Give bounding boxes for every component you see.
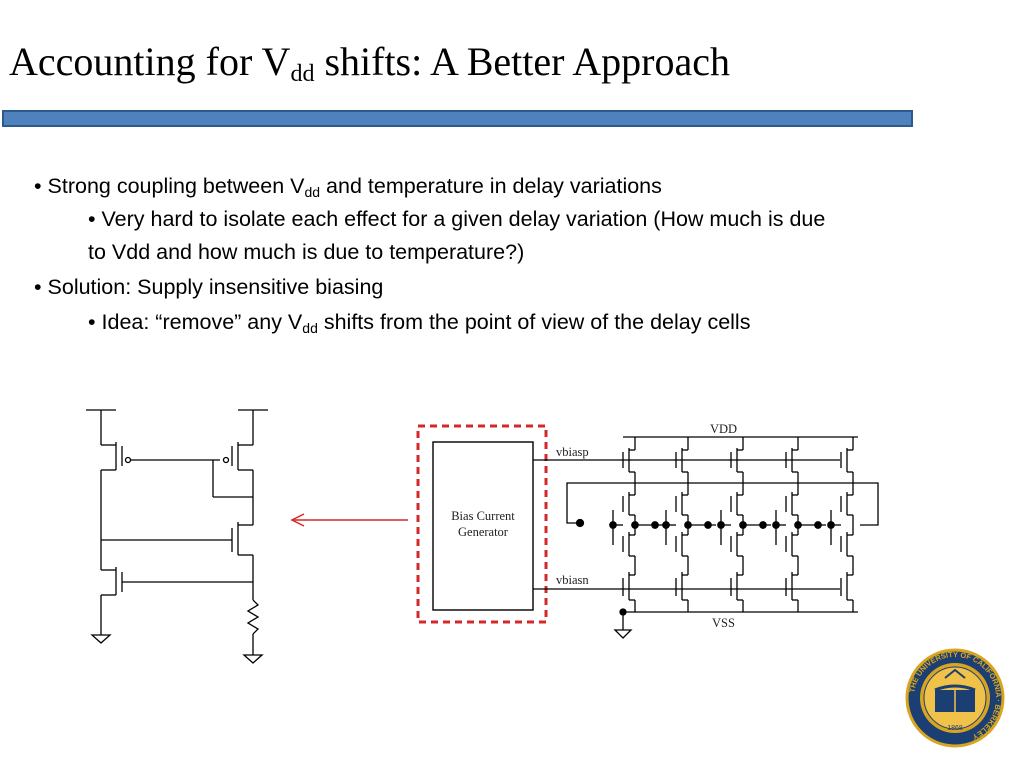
block-label-line2: Generator (458, 525, 509, 539)
bias-current-generator-block (432, 441, 534, 611)
bullet-dot: • (34, 174, 42, 198)
title-subscript: dd (290, 61, 315, 87)
bullet-dot: • (88, 207, 96, 231)
bullet-text: shifts from the point of view of the del… (317, 310, 751, 334)
bullet-dot: • (34, 275, 42, 299)
vdd-label: VDD (710, 422, 737, 436)
delay-line-schematic: VDD vbiasp vbiasn VSS (533, 422, 879, 639)
bullet-text: and temperature in delay variations (320, 174, 662, 198)
bullet-text: Very hard to isolate each effect for a g… (101, 207, 826, 231)
bullet-text: to Vdd and how much is due to temperatur… (88, 240, 525, 264)
bias-generator-highlight (416, 424, 548, 624)
slide-title: Accounting for Vdd shifts: A Better Appr… (9, 38, 730, 88)
title-main: Accounting for V (9, 39, 291, 84)
bullet-item-2-continuation: to Vdd and how much is due to temperatur… (88, 236, 524, 269)
bullet-item-1: • Strong coupling between Vdd and temper… (34, 170, 662, 209)
bullet-item-3: • Solution: Supply insensitive biasing (34, 271, 383, 304)
block-label-line1: Bias Current (451, 509, 515, 523)
bullet-item-4: • Idea: “remove” any Vdd shifts from the… (88, 306, 750, 345)
title-rest: shifts: A Better Approach (314, 39, 730, 84)
seal-year: 1868 (947, 725, 963, 732)
bullet-item-2: • Very hard to isolate each effect for a… (88, 203, 825, 236)
bullet-dot: • (88, 310, 96, 334)
delay-cell-array (609, 437, 854, 612)
bullet-text: Idea: “remove” any V (101, 310, 303, 334)
arrow-icon (290, 513, 408, 527)
bias-circuit-schematic (86, 409, 268, 664)
vss-label: VSS (712, 616, 735, 630)
bullet-subscript: dd (302, 320, 318, 336)
vbiasp-label: vbiasp (556, 445, 589, 459)
university-seal-logo: THE UNIVERSITY OF CALIFORNIA · BERKELEY … (905, 648, 1005, 748)
title-underline-bar (2, 110, 913, 127)
bullet-text: Solution: Supply insensitive biasing (47, 275, 384, 299)
bullet-subscript: dd (304, 184, 321, 200)
vbiasn-label: vbiasn (556, 573, 589, 587)
bullet-text: Strong coupling between V (47, 174, 305, 198)
